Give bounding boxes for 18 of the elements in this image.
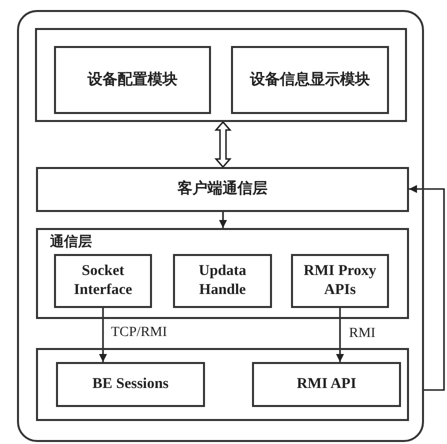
arrow: [219, 212, 227, 228]
component-box: Updata Handle: [173, 254, 272, 308]
arrow: [336, 308, 344, 362]
double-arrow: [214, 120, 232, 168]
component-box: BE Sessions: [56, 362, 205, 407]
module-box: 设备信息显示模块: [231, 46, 389, 114]
layer-panel: [36, 348, 409, 421]
arrow: [99, 308, 107, 362]
module-box: 设备配置模块: [54, 46, 211, 114]
arrow: [409, 185, 445, 391]
component-box: RMI API: [252, 362, 401, 407]
module-group-box: [35, 28, 407, 122]
layer-panel: [36, 228, 409, 319]
outer-frame: [17, 10, 424, 442]
layer-box: 客户端通信层: [36, 167, 409, 212]
component-box: Socket Interface: [54, 254, 152, 308]
section-heading: 通信层: [50, 233, 92, 251]
component-box: RMI Proxy APIs: [291, 254, 389, 308]
